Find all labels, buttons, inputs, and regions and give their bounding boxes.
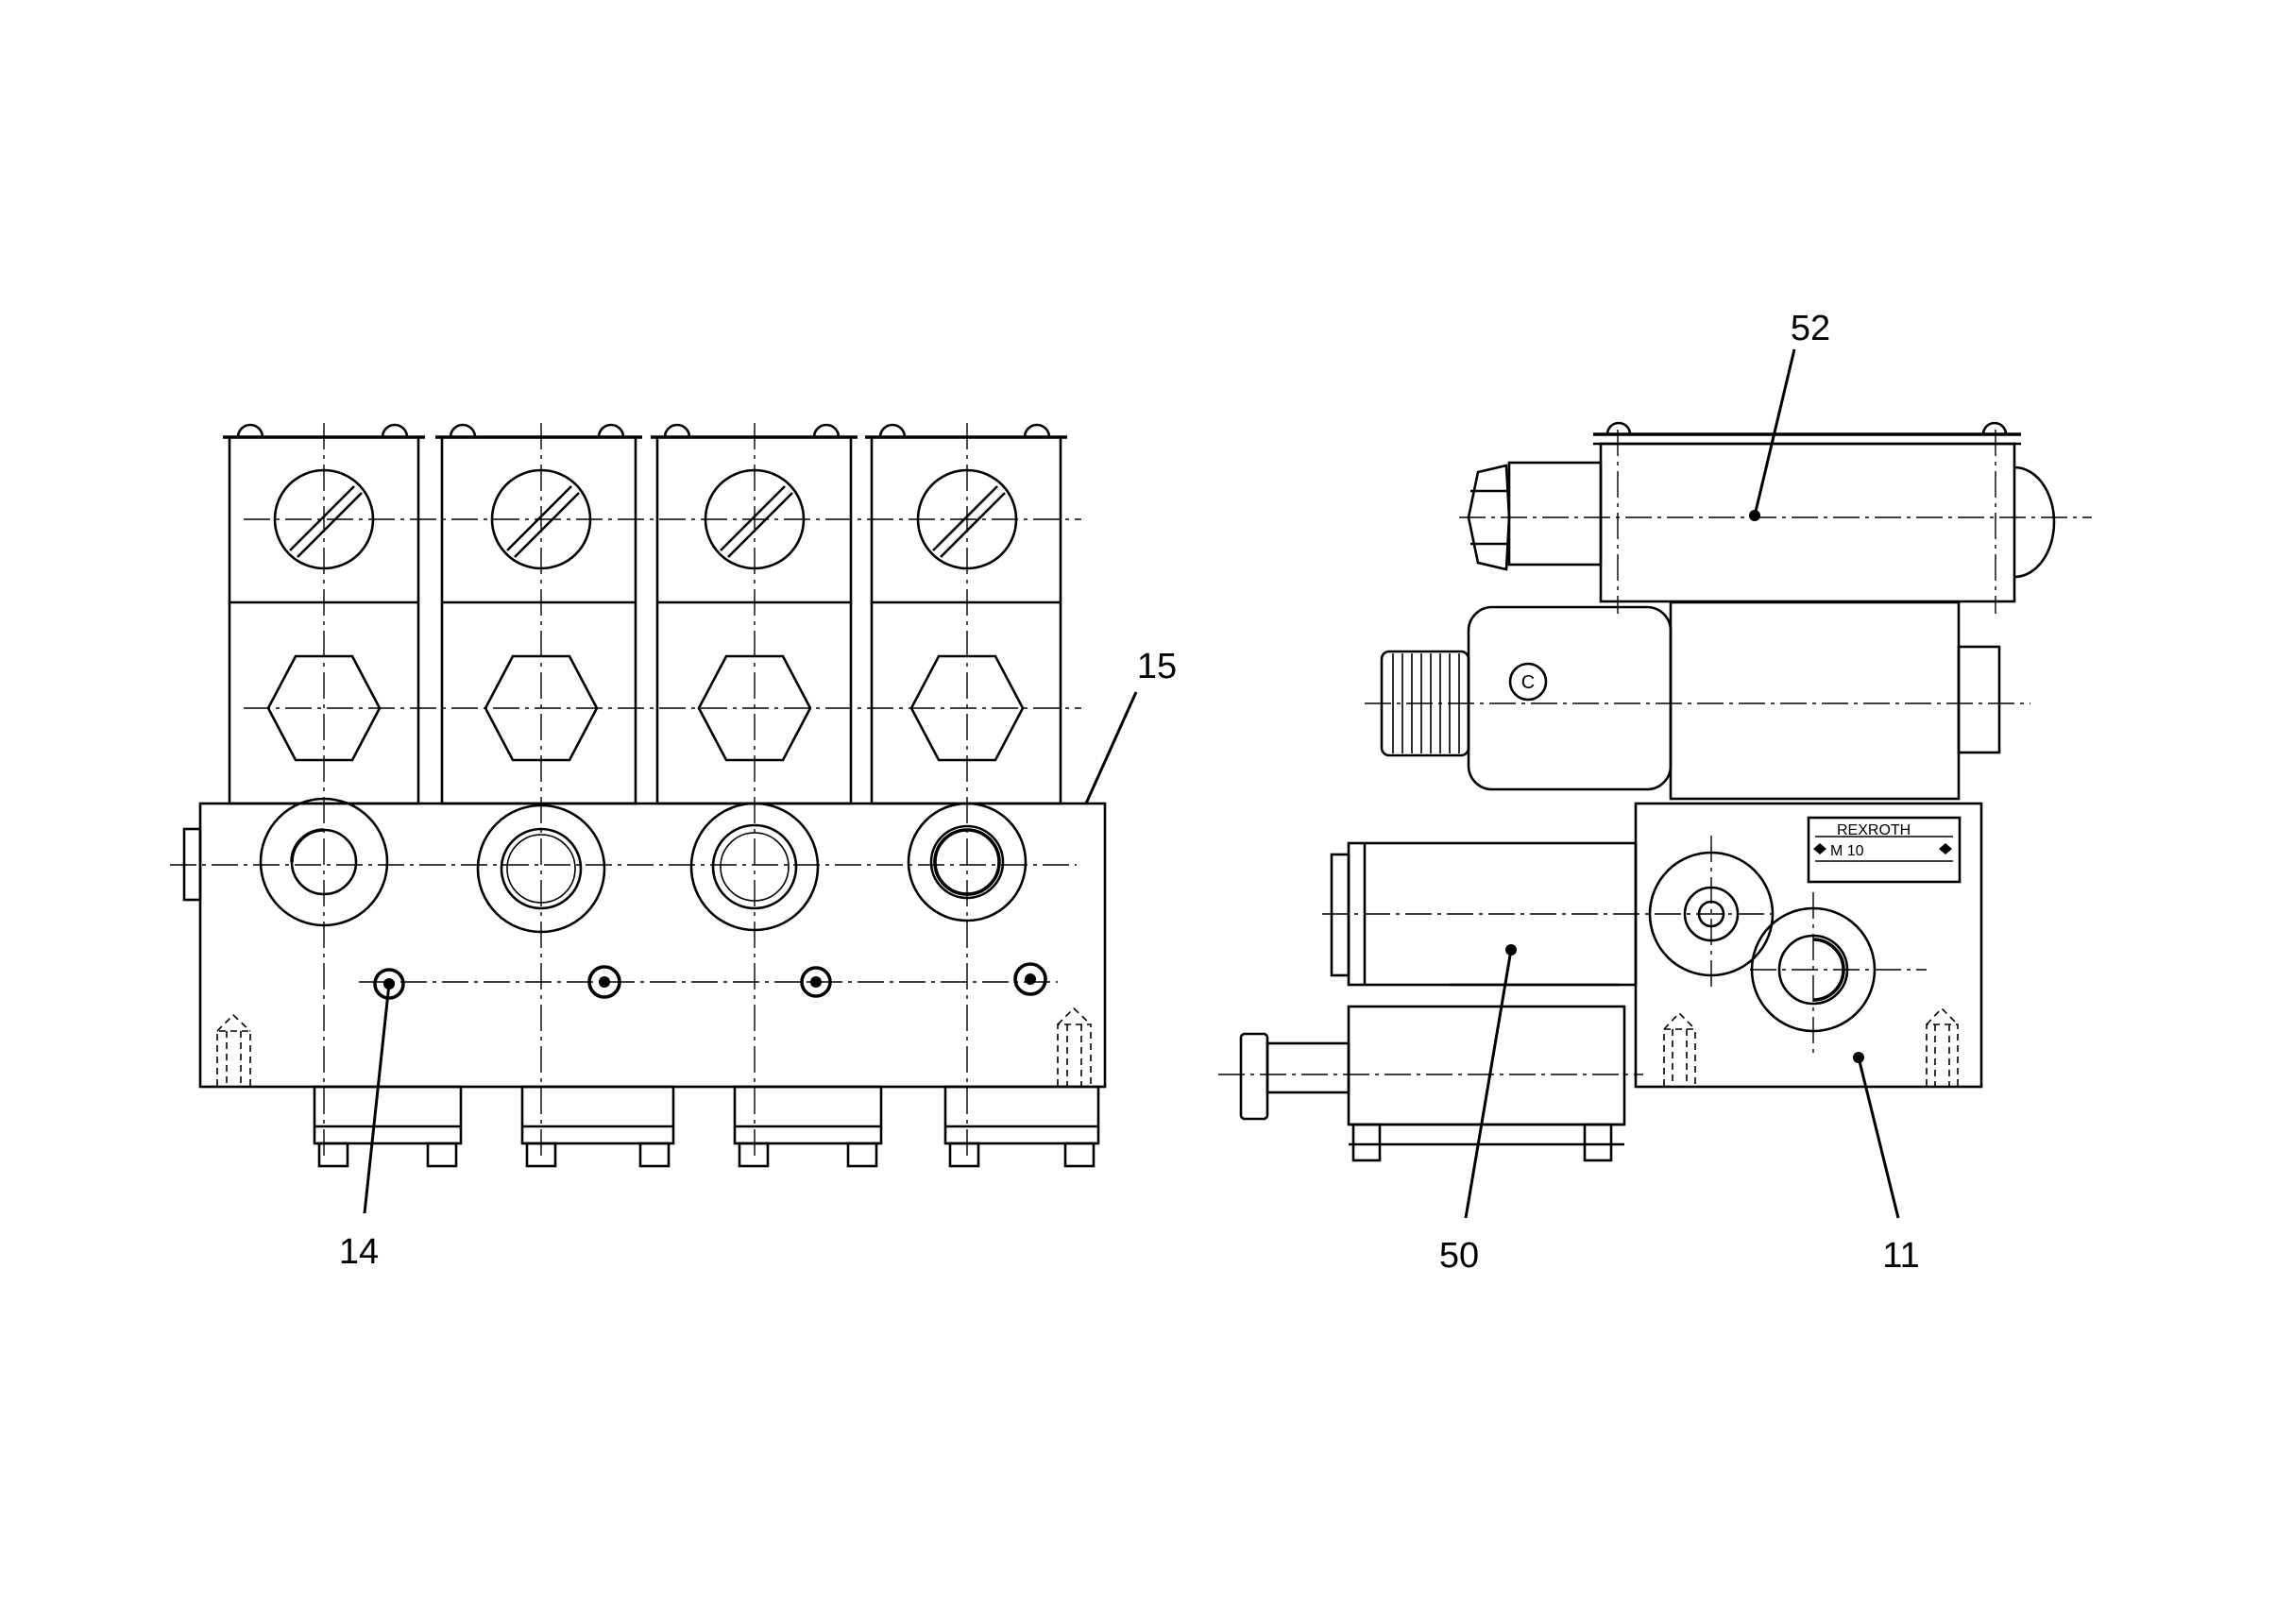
side-view-assembly: C REXROTH M 10 [1218,421,2092,1162]
coil-mark-text: C [1521,672,1535,693]
svg-text:11: 11 [1882,1236,1919,1276]
valve-station-2 [435,423,642,934]
nameplate-brand: REXROTH [1837,822,1911,838]
manifold-block [198,802,1107,1089]
callout-14: 14 [339,983,391,1272]
gauge-ports [373,962,1047,1000]
lower-solenoid [1239,1005,1626,1162]
callout-52: 52 [1749,309,1830,521]
svg-text:15: 15 [1137,647,1177,686]
tapped-holes-hidden [216,1007,1092,1086]
centre-lines-front [170,423,1081,1157]
callout-50: 50 [1439,944,1517,1276]
svg-text:14: 14 [339,1232,379,1272]
middle-solenoid-coil: C [1380,601,2001,801]
front-view-valve-bank [170,423,1107,1168]
svg-text:50: 50 [1439,1236,1479,1276]
centre-lines-side [1218,430,2092,1075]
top-solenoid [1467,421,2056,603]
valve-body: REXROTH M 10 [1634,802,1983,1089]
coil-c-mark [1508,662,1548,702]
hex-nut-3 [697,654,812,762]
callout-11: 11 [1853,1052,1920,1276]
valve-station-4 [865,423,1067,922]
solenoid-feet [313,1085,1100,1168]
nameplate [1807,816,1962,884]
nameplate-model: M 10 [1830,843,1864,859]
callout-15: 15 [1084,647,1177,804]
svg-text:52: 52 [1791,309,1830,348]
